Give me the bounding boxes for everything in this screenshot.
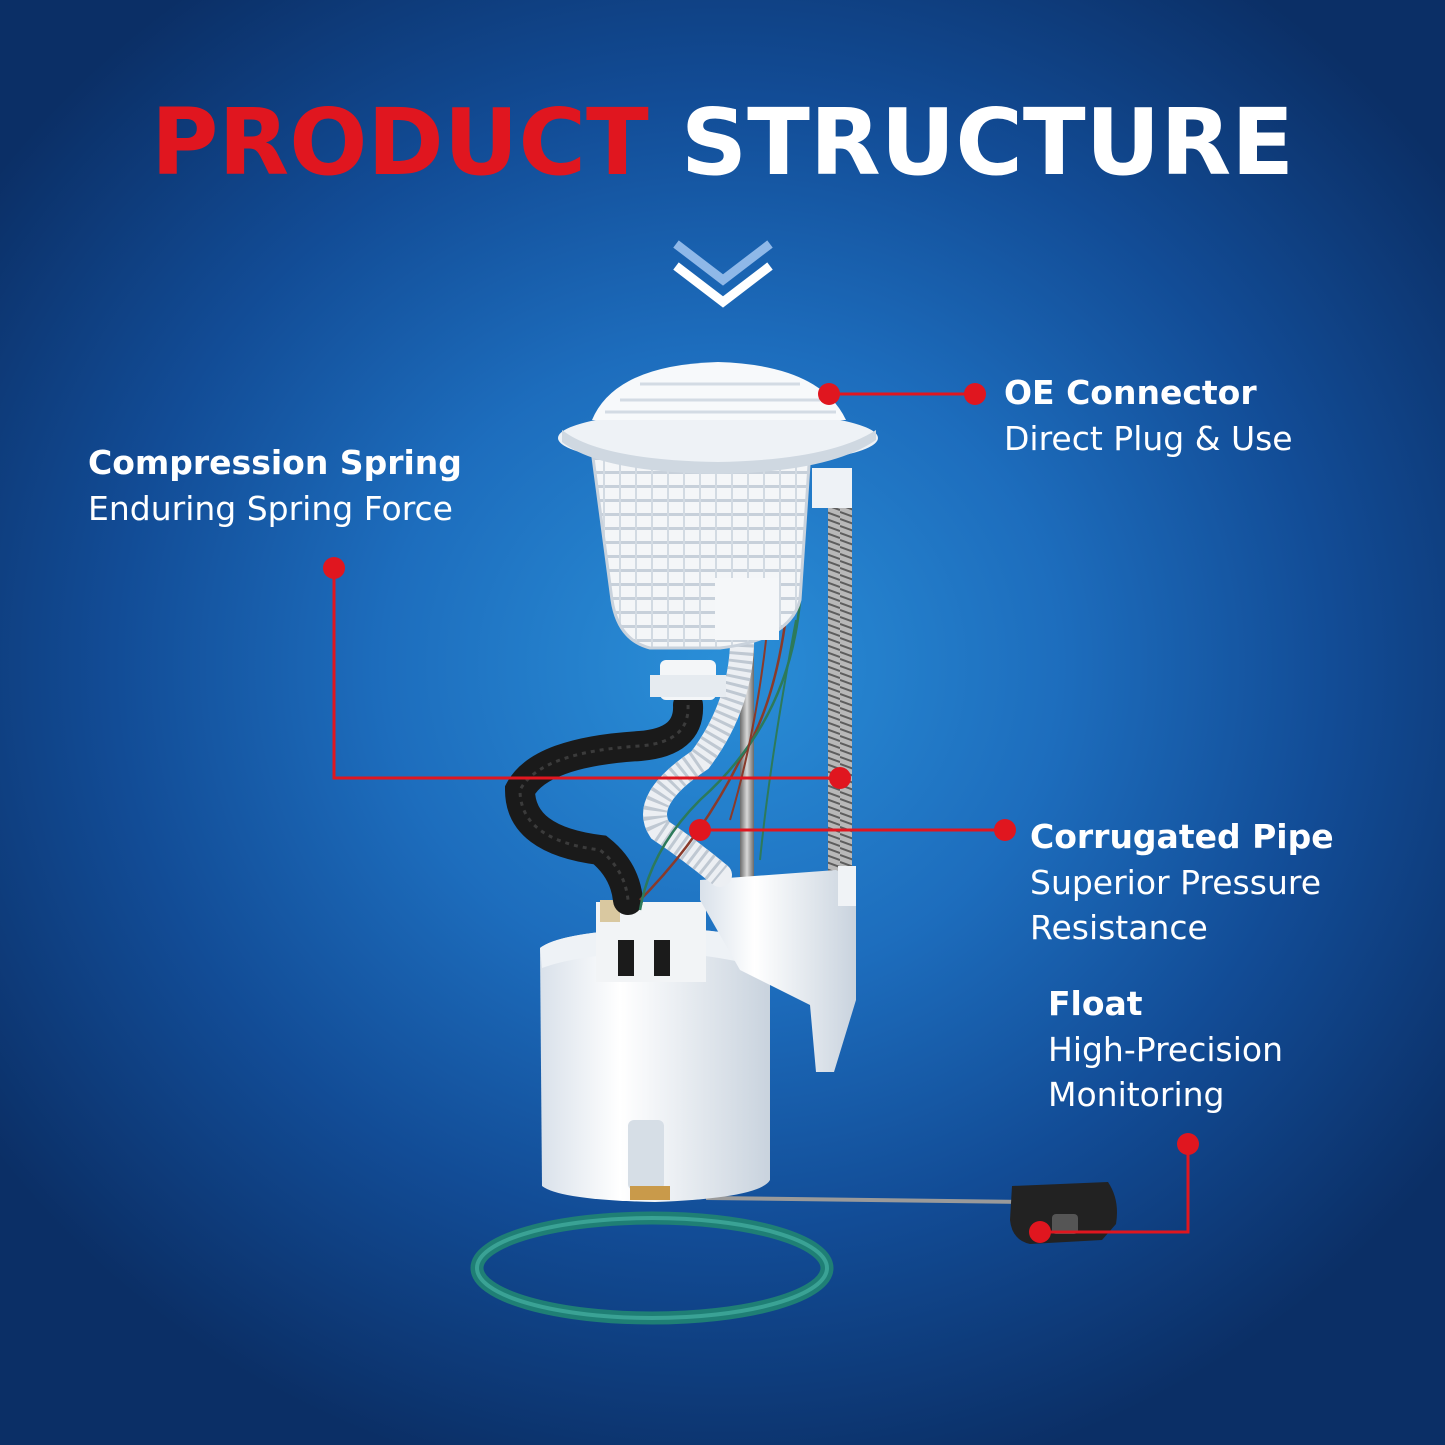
- callout-title: OE Connector: [1004, 373, 1257, 412]
- callout-corrugated-pipe: Corrugated Pipe Superior Pressure Resist…: [1030, 814, 1334, 950]
- callout-title: Compression Spring: [88, 443, 462, 482]
- callout-description: Direct Plug & Use: [1004, 419, 1293, 458]
- page-title: PRODUCT STRUCTURE: [0, 88, 1445, 198]
- title-part-product: PRODUCT: [150, 89, 649, 196]
- callout-description: Enduring Spring Force: [88, 489, 453, 528]
- callout-dot-float-end: [1029, 1221, 1051, 1243]
- callout-dot-pipe-end: [994, 819, 1016, 841]
- callout-title: Corrugated Pipe: [1030, 817, 1334, 856]
- callout-dot-float-start: [1177, 1133, 1199, 1155]
- callout-description-line2: Resistance: [1030, 908, 1208, 947]
- callout-dot-spring-end: [829, 767, 851, 789]
- callout-title: Float: [1048, 984, 1143, 1023]
- title-part-structure: STRUCTURE: [680, 89, 1295, 196]
- callout-dot-connector-start: [818, 383, 840, 405]
- callout-description-line1: Superior Pressure: [1030, 863, 1322, 902]
- callout-description-line2: Monitoring: [1048, 1075, 1225, 1114]
- callout-description-line1: High-Precision: [1048, 1030, 1283, 1069]
- callout-dot-connector-end: [964, 383, 986, 405]
- double-chevron-down-icon: [673, 240, 773, 308]
- callout-oe-connector: OE Connector Direct Plug & Use: [1004, 370, 1293, 461]
- callout-compression-spring: Compression Spring Enduring Spring Force: [88, 440, 462, 531]
- callout-float: Float High-Precision Monitoring: [1048, 981, 1283, 1117]
- callout-dot-pipe-start: [689, 819, 711, 841]
- callout-dot-spring-start: [323, 557, 345, 579]
